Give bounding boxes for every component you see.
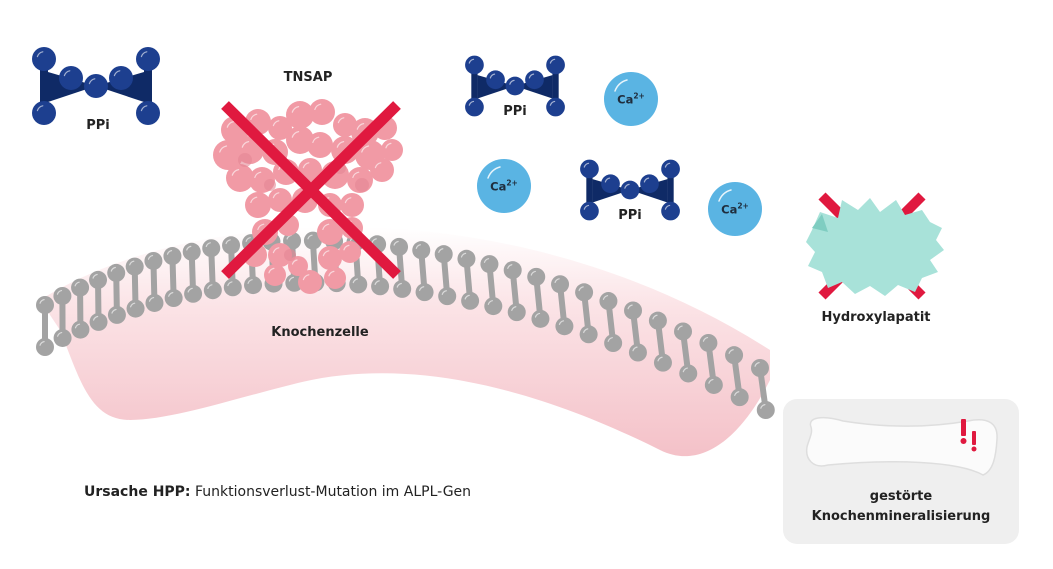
calcium-label-1: Ca2+ xyxy=(617,92,645,107)
mineralization-line2: Knochenmineralisierung xyxy=(783,507,1019,527)
tnsap-subunit xyxy=(309,99,335,125)
tnsap-subunit xyxy=(318,246,342,270)
ppi-label-2: PPi xyxy=(503,104,527,119)
tnsap-shade xyxy=(264,179,276,191)
tnsap-subunit xyxy=(370,158,394,182)
hydroxylapatite-label: Hydroxylapatit xyxy=(821,310,930,325)
ppi-label-1: PPi xyxy=(86,118,110,133)
cause-caption-text: Funktionsverlust-Mutation im ALPL-Gen xyxy=(191,484,472,500)
cell-label: Knochenzelle xyxy=(271,325,368,340)
mineralization-line1: gestörte xyxy=(783,487,1019,507)
hydroxylapatite-crystal xyxy=(806,198,944,296)
tnsap-subunit xyxy=(245,192,271,218)
ppi-molecule-icon xyxy=(32,47,160,125)
tnsap-label: TNSAP xyxy=(284,70,333,85)
tnsap-shade xyxy=(238,153,252,167)
mineralization-text: gestörte Knochenmineralisierung xyxy=(783,487,1019,527)
cause-caption-label: Ursache HPP: xyxy=(84,484,191,500)
calcium-label-3: Ca2+ xyxy=(721,202,749,217)
tnsap-subunit xyxy=(324,267,346,289)
mineralization-card: gestörte Knochenmineralisierung xyxy=(783,399,1019,544)
bone-icon xyxy=(783,399,1019,479)
tnsap-subunit xyxy=(381,139,403,161)
cause-caption: Ursache HPP: Funktionsverlust-Mutation i… xyxy=(84,484,471,500)
tnsap-subunit xyxy=(307,132,333,158)
lipid xyxy=(36,296,54,356)
tnsap-shade xyxy=(284,249,296,261)
tnsap-subunit xyxy=(340,193,364,217)
crystal-shape xyxy=(806,198,944,296)
tnsap-shade xyxy=(355,178,369,192)
tnsap-subunit xyxy=(339,241,361,263)
ppi-label-3: PPi xyxy=(618,208,642,223)
tnsap-subunit xyxy=(264,264,286,286)
calcium-label-2: Ca2+ xyxy=(490,179,518,194)
